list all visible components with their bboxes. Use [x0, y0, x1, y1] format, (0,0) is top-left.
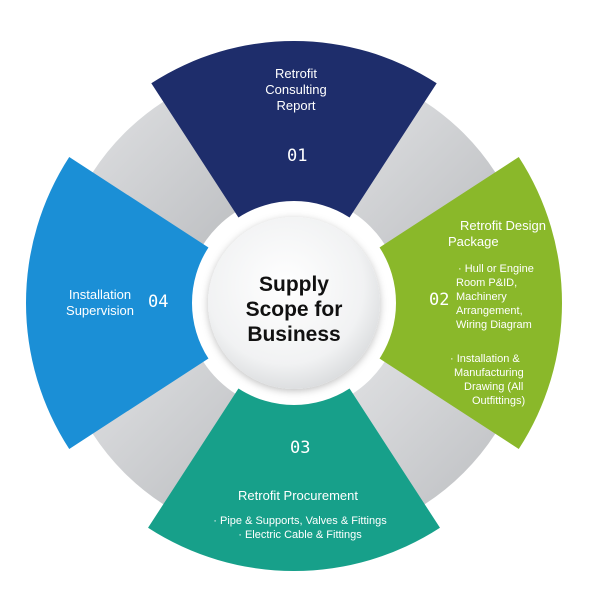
segment-03-bullets: · Pipe & Supports, Valves & Fittings · E… — [190, 514, 410, 542]
segment-02-number: 02 — [429, 290, 450, 310]
segment-02-title-line: Retrofit Design — [460, 218, 546, 233]
center-circle — [208, 217, 380, 389]
segment-04-wedge — [25, 157, 209, 449]
segment-01-number: 01 — [287, 146, 308, 166]
segment-02-title-line: Package — [448, 234, 499, 249]
center-title-line-2: Scope for — [245, 298, 343, 321]
center-title: Supply Scope for Business — [214, 272, 374, 347]
segment-04-title: Installation Supervision — [50, 287, 150, 319]
bullet-line: Wiring Diagram — [456, 319, 532, 331]
bullet-line: · Pipe & Supports, Valves & Fittings — [213, 515, 387, 527]
segment-04-title-line: Supervision — [66, 303, 134, 318]
segment-01-title-line: Consulting — [265, 82, 327, 97]
segment-03-title: Retrofit Procurement — [198, 488, 398, 504]
bullet-line: Arrangement, — [456, 305, 523, 317]
center-title-line-3: Business — [247, 323, 341, 346]
bullet-line: Outfittings) — [472, 395, 526, 407]
bullet-line: · Installation & — [450, 353, 520, 365]
center-title-line-1: Supply — [258, 273, 329, 296]
segment-04-number: 04 — [148, 292, 169, 312]
segment-01-title-line: Retrofit — [275, 66, 317, 81]
segment-04-title-line: Installation — [68, 287, 132, 302]
segment-03-wedge — [148, 388, 440, 572]
segment-01-title-line: Report — [276, 98, 316, 113]
segment-01-title: Retrofit Consulting Report — [236, 66, 356, 114]
bullet-line: Machinery — [456, 291, 507, 303]
bullet-line: Drawing (All — [464, 381, 524, 393]
segment-03-title-line: Retrofit Procurement — [238, 488, 358, 503]
segment-02-wedge — [379, 157, 562, 449]
bullet-line: · Hull or Engine — [458, 263, 534, 275]
bullet-line: · Electric Cable & Fittings — [238, 529, 362, 541]
segment-03-number: 03 — [290, 438, 311, 458]
segment-02-bullet-2: · Installation & Manufacturing Drawing (… — [450, 352, 560, 408]
segment-01-wedge — [151, 41, 437, 218]
bullet-line: Room P&ID, — [456, 277, 518, 289]
segment-wedges — [25, 41, 562, 572]
segment-02-title: Retrofit Design Package — [448, 218, 546, 250]
segment-02-bullet-1: · Hull or Engine Room P&ID, Machinery Ar… — [456, 262, 566, 332]
bullet-line: Manufacturing — [454, 367, 524, 379]
